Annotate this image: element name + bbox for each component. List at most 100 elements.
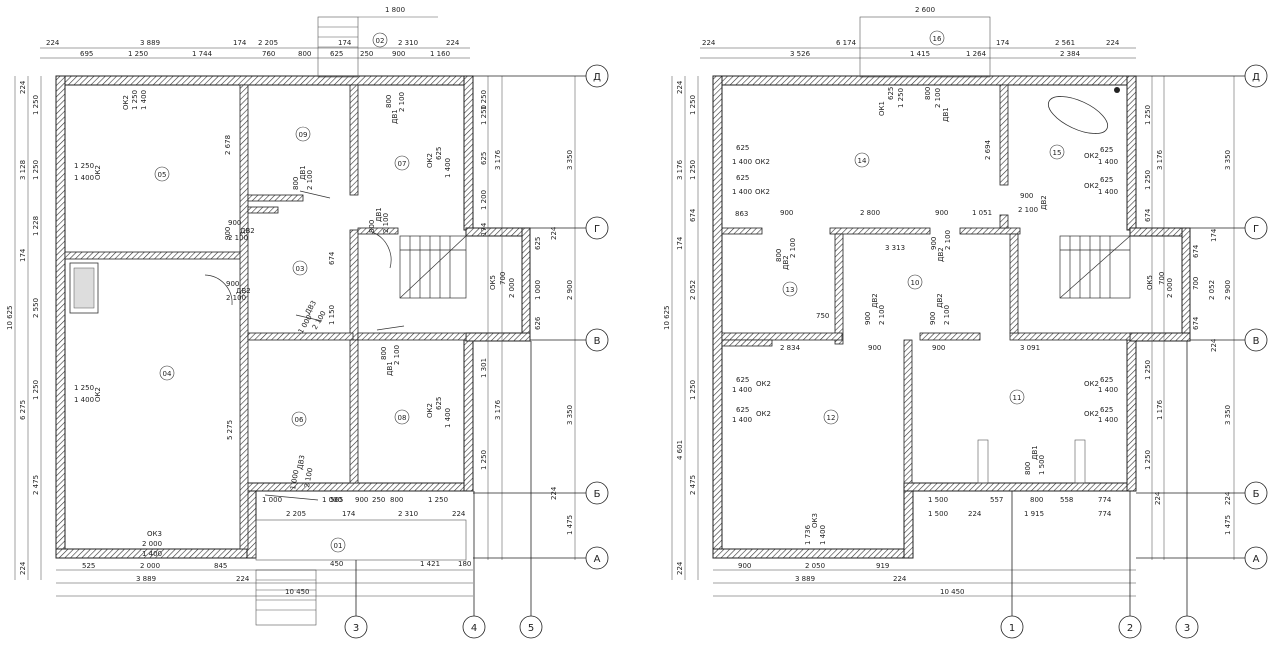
svg-text:2 100: 2 100 (398, 92, 406, 112)
svg-text:1 250: 1 250 (74, 162, 94, 170)
staircase (399, 235, 467, 299)
room-label: 05 (158, 171, 167, 179)
svg-text:1 400: 1 400 (74, 174, 94, 182)
dimension-lines (14, 47, 576, 597)
svg-text:800: 800 (380, 347, 388, 360)
svg-text:3 128: 3 128 (19, 160, 27, 180)
svg-text:1 250: 1 250 (1144, 105, 1152, 125)
svg-text:1 250: 1 250 (74, 384, 94, 392)
svg-text:2 000: 2 000 (508, 278, 516, 298)
svg-text:774: 774 (1098, 496, 1112, 504)
svg-text:ДВ2: ДВ2 (240, 227, 255, 235)
svg-text:224: 224 (19, 561, 27, 575)
axis-label: А (1253, 554, 1260, 565)
svg-text:3 350: 3 350 (566, 150, 574, 170)
svg-text:750: 750 (816, 312, 829, 320)
svg-text:224: 224 (446, 39, 460, 47)
svg-text:625: 625 (736, 376, 749, 384)
svg-text:625: 625 (736, 406, 749, 414)
svg-text:224: 224 (550, 226, 558, 240)
svg-text:3 091: 3 091 (1020, 344, 1040, 352)
svg-text:ДВ1: ДВ1 (299, 165, 307, 180)
svg-text:3 889: 3 889 (140, 39, 160, 47)
svg-text:ОК2: ОК2 (756, 410, 771, 418)
room-label: 07 (398, 160, 407, 168)
svg-text:1 400: 1 400 (732, 386, 752, 394)
svg-text:1 400: 1 400 (444, 408, 452, 428)
svg-text:174: 174 (1210, 228, 1218, 242)
svg-text:1 228: 1 228 (32, 216, 40, 236)
svg-text:ОК2: ОК2 (755, 158, 770, 166)
svg-text:1 500: 1 500 (928, 510, 948, 518)
svg-text:ДВ1: ДВ1 (391, 109, 399, 124)
room-label: 16 (933, 35, 942, 43)
svg-text:625: 625 (887, 87, 895, 100)
svg-text:2 205: 2 205 (258, 39, 278, 47)
svg-text:10 625: 10 625 (663, 306, 671, 331)
svg-text:845: 845 (214, 562, 227, 570)
axis-label: В (1253, 336, 1260, 347)
svg-text:2 100: 2 100 (311, 310, 328, 331)
svg-text:3 350: 3 350 (566, 405, 574, 425)
svg-text:1 400: 1 400 (1098, 416, 1118, 424)
upper-floor-plan: 14 15 13 10 12 11 16 224 6 174 174 2 561… (663, 6, 1268, 639)
svg-text:6 275: 6 275 (19, 400, 27, 420)
room-label: 04 (163, 370, 172, 378)
svg-text:1 250: 1 250 (689, 95, 697, 115)
svg-text:4 601: 4 601 (676, 440, 684, 460)
svg-text:1 000: 1 000 (289, 469, 300, 490)
svg-text:3 313: 3 313 (885, 244, 905, 252)
svg-text:565: 565 (330, 496, 343, 504)
svg-text:625: 625 (480, 152, 488, 165)
svg-text:224: 224 (893, 575, 907, 583)
ground-floor-plan: 05 09 07 03 04 06 08 01 02 224 3 889 174… (6, 6, 609, 639)
svg-text:174: 174 (480, 222, 488, 236)
svg-text:760: 760 (262, 50, 275, 58)
room-label: 13 (786, 286, 795, 294)
svg-text:625: 625 (1100, 146, 1113, 154)
axis-label: 5 (528, 623, 534, 634)
svg-text:2 475: 2 475 (689, 475, 697, 495)
svg-text:774: 774 (1098, 510, 1112, 518)
svg-text:ДВ2: ДВ2 (936, 293, 944, 308)
upper-left-dims: 10 625 224 1 250 3 176 1 250 674 174 2 0… (663, 80, 697, 575)
svg-text:224: 224 (236, 575, 250, 583)
axis-label: 4 (471, 623, 477, 634)
svg-text:1 500: 1 500 (1038, 455, 1046, 475)
svg-text:1 301: 1 301 (480, 358, 488, 378)
svg-text:800: 800 (775, 249, 783, 262)
svg-text:3 526: 3 526 (790, 50, 811, 58)
svg-text:1 250: 1 250 (1144, 170, 1152, 190)
svg-text:2 100: 2 100 (1018, 206, 1038, 214)
porch-outline (255, 519, 467, 561)
ground-room-labels: 05 09 07 03 04 06 08 01 02 (154, 32, 410, 553)
svg-text:1 400: 1 400 (74, 396, 94, 404)
svg-text:674: 674 (689, 208, 697, 222)
room-label: 11 (1013, 394, 1022, 402)
svg-text:ОК2: ОК2 (1084, 152, 1099, 160)
axis-label: Д (1252, 72, 1260, 83)
svg-text:2 052: 2 052 (1208, 280, 1216, 300)
svg-text:1 915: 1 915 (1024, 510, 1044, 518)
bathtub (1048, 96, 1108, 134)
svg-text:224: 224 (676, 80, 684, 94)
svg-text:2 100: 2 100 (943, 305, 951, 325)
svg-text:1 250: 1 250 (689, 160, 697, 180)
svg-text:674: 674 (1192, 316, 1200, 330)
svg-text:900: 900 (226, 280, 239, 288)
svg-text:625: 625 (435, 397, 443, 410)
svg-text:10 625: 10 625 (6, 306, 14, 331)
svg-text:1 400: 1 400 (732, 188, 752, 196)
svg-text:1 400: 1 400 (819, 525, 827, 545)
svg-text:1 250: 1 250 (689, 380, 697, 400)
ground-top-dims: 224 3 889 174 2 205 174 2 310 224 1 800 … (46, 6, 460, 58)
svg-text:2 100: 2 100 (944, 230, 952, 250)
interior-walls (64, 84, 467, 550)
svg-text:ДВ1: ДВ1 (942, 107, 950, 122)
axis-label: Д (593, 72, 601, 83)
axis-label: 1 (1009, 623, 1015, 634)
svg-text:2 100: 2 100 (393, 345, 401, 365)
svg-text:ОК2: ОК2 (755, 188, 770, 196)
svg-text:863: 863 (735, 210, 748, 218)
